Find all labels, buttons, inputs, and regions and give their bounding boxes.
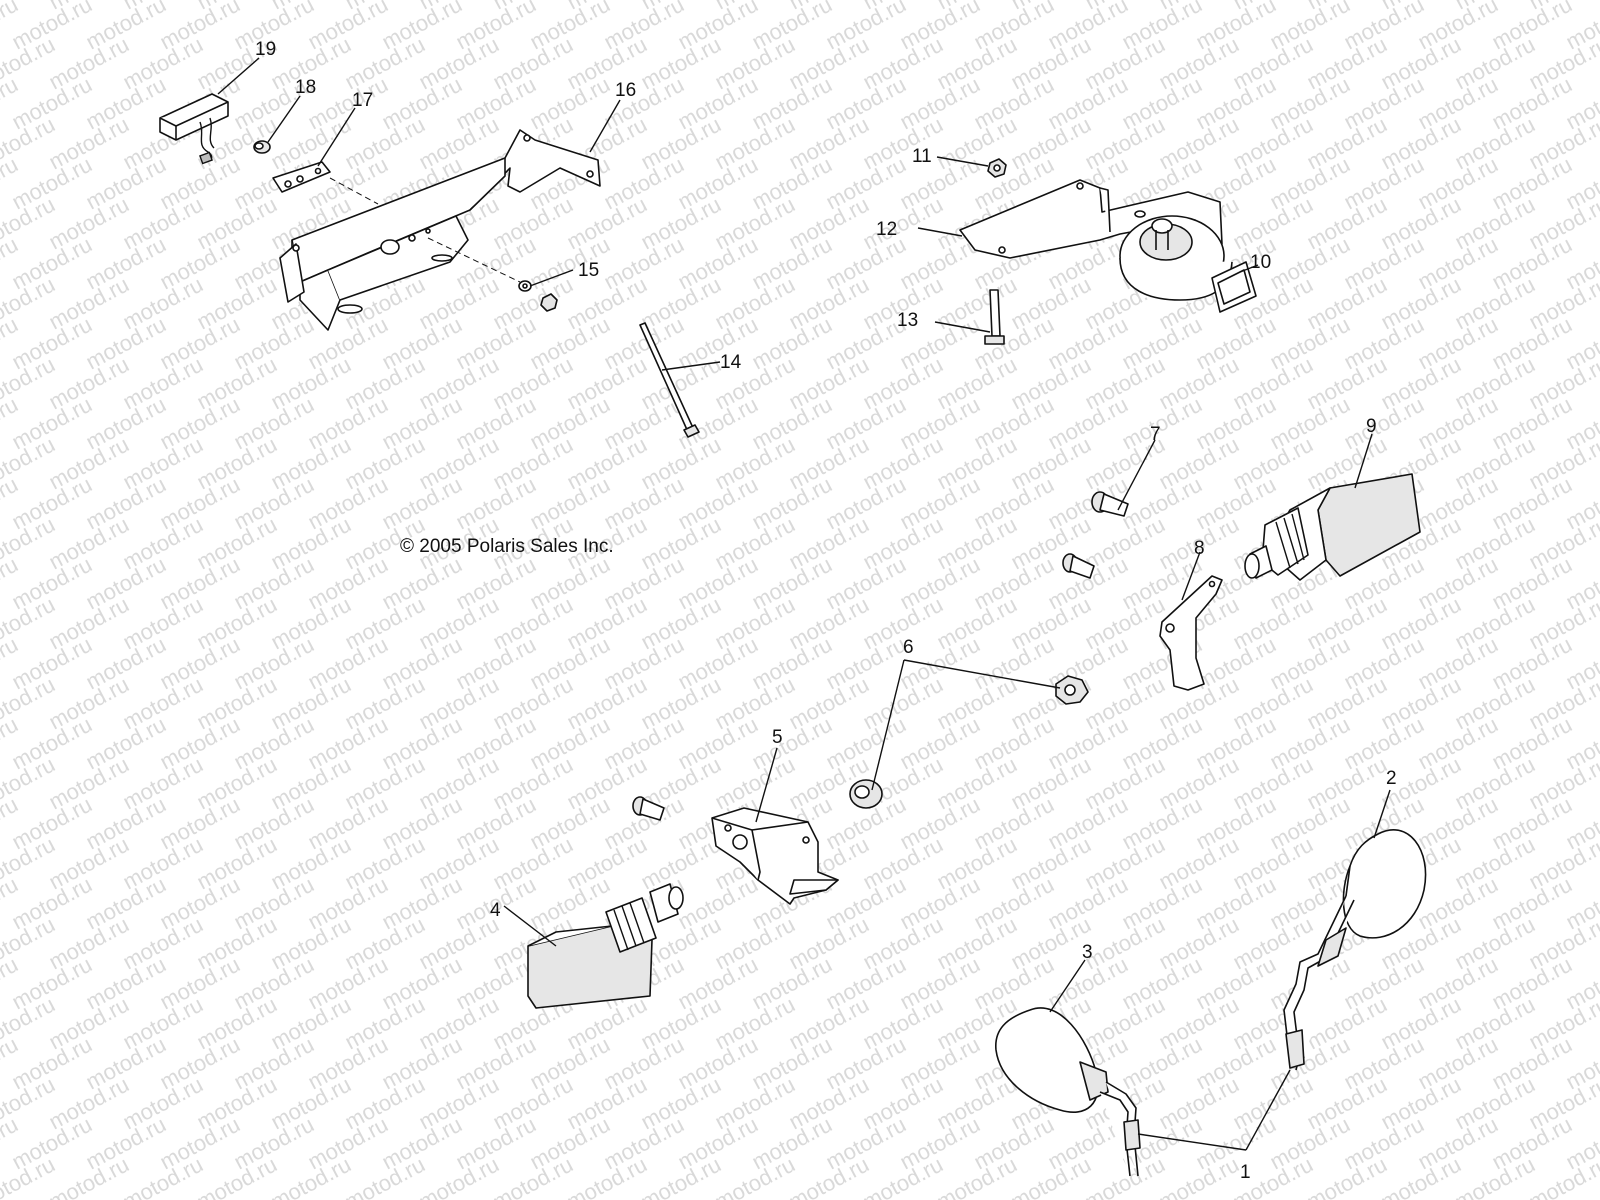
copyright-notice: © 2005 Polaris Sales Inc. (400, 536, 614, 557)
screw-near-part-5 (632, 796, 665, 821)
callout-15: 15 (578, 260, 599, 281)
part-8-bracket (1159, 575, 1223, 691)
watermark-text: motod.ru (1525, 1152, 1600, 1200)
callout-16: 16 (615, 80, 636, 101)
callout-2: 2 (1386, 768, 1397, 789)
callout-6: 6 (903, 637, 914, 658)
callout-8: 8 (1194, 538, 1205, 559)
callout-18: 18 (295, 77, 316, 98)
screw-near-part-8 (1062, 553, 1095, 579)
part-12-horn-bracket (959, 179, 1223, 259)
part-9-turn-signal (1244, 473, 1421, 581)
callout-14: 14 (720, 352, 742, 373)
callout-12: 12 (876, 219, 897, 240)
callout-1: 1 (1240, 1162, 1251, 1183)
part-3-mirror (995, 1007, 1141, 1177)
leader-lines (217, 57, 1391, 1151)
part-14-bolt (639, 322, 700, 438)
part-16-bracket (279, 129, 601, 331)
callout-19: 19 (255, 39, 276, 60)
part-13-bolt (984, 289, 1005, 345)
part-2-mirror (1283, 828, 1427, 1071)
part-6-spacer (849, 779, 883, 809)
part-10-horn (1119, 215, 1257, 313)
part-7-screw (1091, 491, 1129, 517)
part-19-relay (159, 93, 229, 165)
callout-10: 10 (1250, 252, 1271, 273)
part-17-plate (272, 161, 331, 193)
part-15-washer-nut (518, 280, 558, 312)
callout-11: 11 (912, 146, 932, 167)
callout-3: 3 (1082, 942, 1093, 963)
callout-9: 9 (1366, 416, 1377, 437)
callout-7: 7 (1150, 424, 1161, 445)
part-5-bracket (711, 807, 839, 905)
part-18-grommet (253, 140, 271, 154)
callout-13: 13 (897, 310, 918, 331)
callout-labels: 19 18 17 16 15 14 11 12 13 10 7 8 9 6 5 … (255, 39, 1397, 1183)
callout-4: 4 (490, 900, 501, 921)
callout-17: 17 (352, 90, 373, 111)
callout-5: 5 (772, 727, 783, 748)
part-6-nut (1055, 675, 1089, 705)
part-11-nut (987, 158, 1007, 178)
